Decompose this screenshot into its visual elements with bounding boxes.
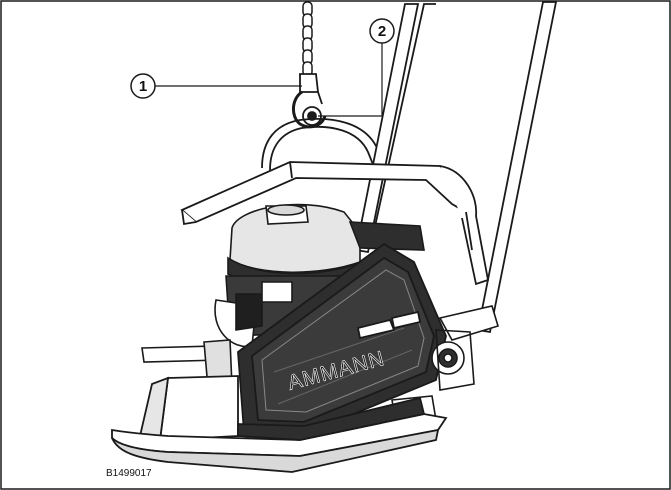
leader-line-2 bbox=[318, 43, 383, 117]
callout-number: 2 bbox=[378, 23, 386, 40]
callout-circle bbox=[369, 18, 395, 44]
housing-body bbox=[237, 242, 447, 437]
guide-handle bbox=[354, 1, 558, 334]
callout-2: 2 bbox=[369, 18, 395, 44]
base-plate bbox=[111, 375, 448, 473]
protection-frame bbox=[180, 161, 490, 286]
lifting-bracket bbox=[261, 117, 387, 173]
callout-number: 1 bbox=[139, 78, 147, 95]
lifting-chain bbox=[302, 1, 313, 77]
callout-leaders bbox=[155, 43, 383, 117]
callout-1: 1 bbox=[130, 73, 156, 99]
figure-id-label: B1499017 bbox=[106, 468, 152, 479]
callout-circle bbox=[130, 73, 156, 99]
